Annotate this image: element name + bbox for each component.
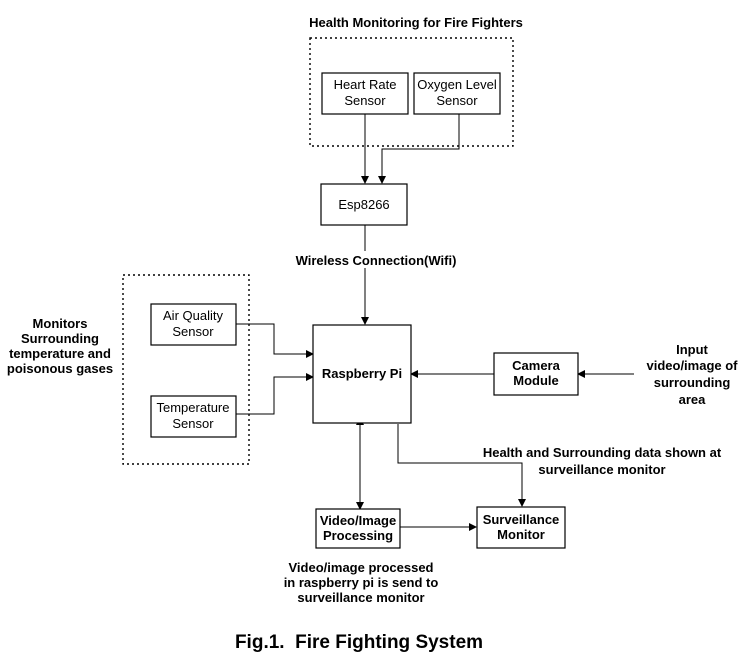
air-quality-sensor-box: Air Quality Sensor (150, 303, 237, 346)
video-processing-label-1: Video/Image (320, 513, 396, 528)
monitors-label-4: poisonous gases (7, 361, 113, 376)
camera-module-label-2: Module (513, 373, 559, 388)
heart-rate-label-2: Sensor (344, 93, 386, 108)
monitors-label-3: temperature and (9, 346, 111, 361)
input-label-3: surrounding (654, 375, 731, 390)
raspberry-pi-label: Raspberry Pi (322, 366, 402, 381)
oxygen-level-label-1: Oxygen Level (417, 77, 497, 92)
video-image-processing-box: Video/Image Processing (315, 508, 401, 549)
camera-module-label-1: Camera (512, 358, 560, 373)
wireless-connection-label: Wireless Connection(Wifi) (296, 253, 457, 268)
oxygen-to-esp-arrow (378, 114, 460, 184)
processed-send-label: Video/image processed in raspberry pi is… (284, 560, 439, 605)
surrounding-sensors-group (122, 274, 250, 465)
monitors-label-2: Surrounding (21, 331, 99, 346)
health-data-label-2: surveillance monitor (538, 462, 665, 477)
temperature-sensor-box: Temperature Sensor (150, 395, 237, 438)
esp8266-box: Esp8266 (320, 183, 408, 226)
temperature-label-1: Temperature (157, 400, 230, 415)
monitors-label-1: Monitors (33, 316, 88, 331)
health-data-label-1: Health and Surrounding data shown at (483, 445, 722, 460)
video-processing-label-2: Processing (323, 528, 393, 543)
monitors-surrounding-label: Monitors Surrounding temperature and poi… (7, 316, 113, 376)
camera-module-box: Camera Module (493, 352, 579, 396)
raspberry-to-surveillance-arrow (397, 424, 526, 507)
heart-rate-sensor-box: Heart Rate Sensor (321, 72, 409, 115)
air-quality-label-2: Sensor (172, 324, 214, 339)
health-monitoring-group (309, 37, 514, 147)
surveillance-label-2: Monitor (497, 527, 545, 542)
processed-label-1: Video/image processed (289, 560, 434, 575)
input-video-image-label: Input video/image of surrounding area (646, 342, 738, 407)
health-surrounding-data-label: Health and Surrounding data shown at sur… (483, 445, 722, 477)
surveillance-monitor-box: Surveillance Monitor (476, 506, 566, 549)
heart-rate-label-1: Heart Rate (334, 77, 397, 92)
input-label-1: Input (676, 342, 708, 357)
wireless-label-bg (296, 251, 456, 268)
temperature-label-2: Sensor (172, 416, 214, 431)
temperature-to-raspberry-arrow (236, 373, 314, 415)
health-monitoring-title: Health Monitoring for Fire Fighters (309, 15, 523, 30)
oxygen-level-label-2: Sensor (436, 93, 478, 108)
input-label-4: area (679, 392, 707, 407)
processed-label-3: surveillance monitor (297, 590, 424, 605)
surveillance-label-1: Surveillance (483, 512, 560, 527)
figure-caption: Fig.1. Fire Fighting System (235, 632, 483, 653)
esp8266-label: Esp8266 (338, 197, 389, 212)
input-label-2: video/image of (646, 358, 738, 373)
raspberry-pi-box: Raspberry Pi (312, 324, 412, 424)
processed-label-2: in raspberry pi is send to (284, 575, 439, 590)
oxygen-level-sensor-box: Oxygen Level Sensor (413, 72, 501, 115)
air-quality-to-raspberry-arrow (236, 323, 314, 358)
air-quality-label-1: Air Quality (163, 308, 223, 323)
